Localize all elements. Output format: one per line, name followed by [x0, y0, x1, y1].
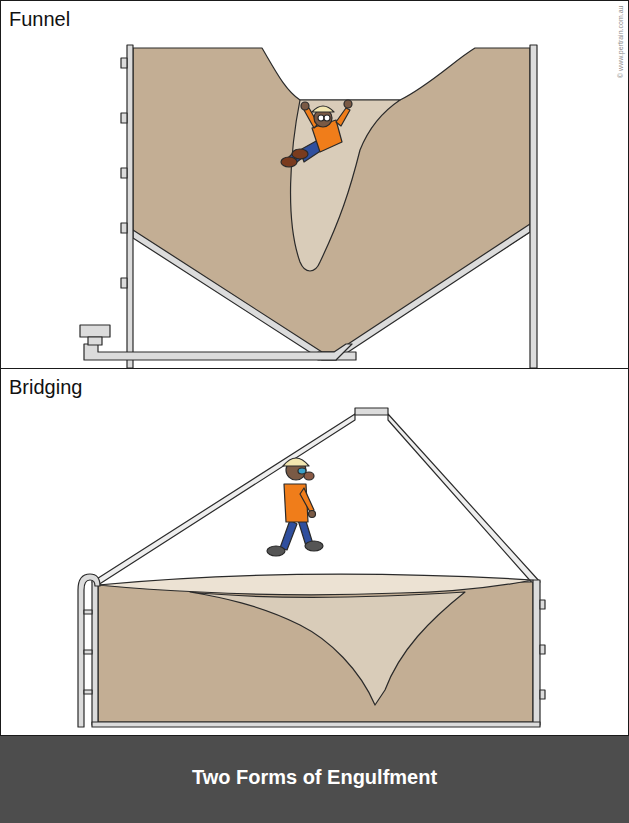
panel-label: Funnel — [1, 1, 70, 31]
motor — [80, 325, 110, 337]
grain-mass — [98, 581, 533, 722]
crust-bridge — [98, 574, 533, 595]
silo-wall — [530, 45, 537, 368]
silo-floor — [92, 722, 540, 727]
walking-worker — [267, 458, 323, 556]
falling-worker — [281, 100, 352, 167]
caption: Two Forms of Engulfment — [0, 766, 629, 789]
silo-wall — [92, 580, 98, 725]
funnel-void — [291, 100, 400, 271]
hopper-floor — [133, 224, 530, 360]
watermark: © www.pertrain.com.au — [617, 6, 624, 78]
grain-mass — [133, 48, 530, 355]
ladder — [78, 574, 100, 727]
roof-hatch — [355, 408, 388, 415]
silo-wall — [127, 45, 133, 368]
motor-mount — [88, 337, 102, 345]
roof — [92, 414, 355, 585]
roof — [388, 414, 540, 585]
ladder-rungs — [84, 600, 545, 699]
ladder-rungs — [121, 58, 127, 288]
auger-pipe — [84, 344, 352, 360]
silo-wall — [533, 580, 540, 725]
panel-label: Bridging — [1, 369, 82, 399]
caption-band: Two Forms of Engulfment — [0, 735, 629, 823]
panel-frame: Bridging — [0, 368, 629, 736]
cavity — [190, 592, 465, 705]
panel-frame: Funnel — [0, 0, 629, 369]
